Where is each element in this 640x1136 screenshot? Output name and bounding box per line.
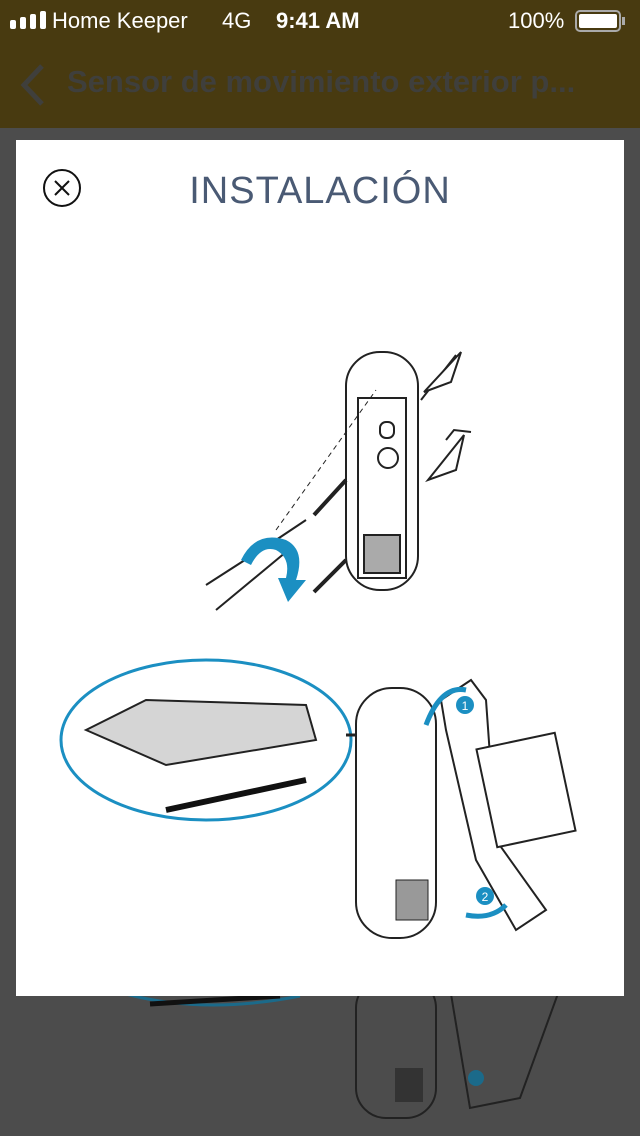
rotate-arrow-icon (241, 537, 306, 602)
modal-title: INSTALACIÓN (189, 170, 451, 212)
signal-icon (10, 11, 46, 29)
back-chevron-icon[interactable] (18, 62, 48, 108)
detail-zoom-diagram: 1 2 (59, 658, 577, 939)
background-illustration (99, 977, 561, 1119)
step-1-badge: 1 (462, 699, 469, 713)
carrier: Home Keeper (52, 8, 188, 33)
battery-percent: 100% (508, 8, 565, 33)
status-bar: Home Keeper 4G 9:41 AM 100% (0, 0, 640, 40)
step-2-badge: 2 (482, 890, 489, 904)
installation-illustration: 1 2 (59, 351, 577, 939)
sensor-mounting-diagram (205, 351, 472, 611)
installation-modal: INSTALACIÓN 1 (16, 140, 624, 996)
page-title: Sensor de movimiento exterior p... (67, 64, 576, 99)
battery-icon (575, 10, 625, 32)
time: 9:41 AM (276, 8, 360, 33)
network: 4G (222, 8, 252, 33)
nav-bar: Sensor de movimiento exterior p... (0, 40, 640, 128)
close-icon[interactable] (42, 168, 82, 208)
